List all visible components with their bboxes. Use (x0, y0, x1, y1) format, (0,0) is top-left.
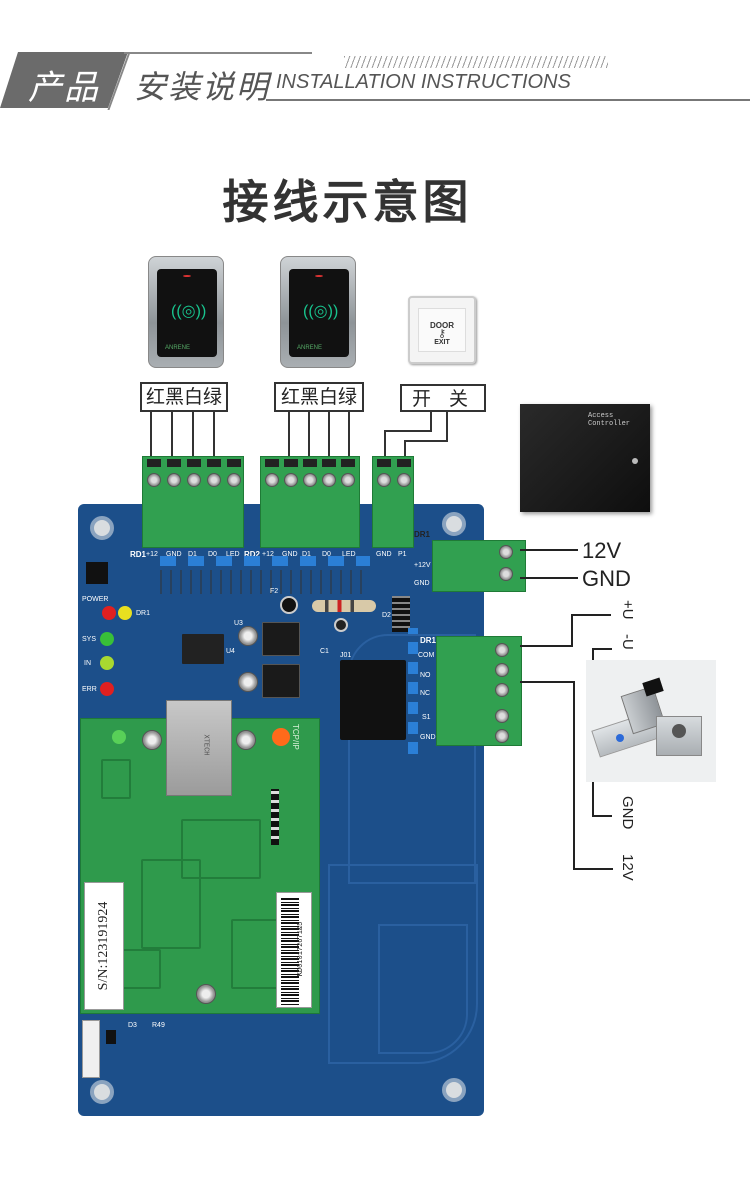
rd2-pin-label: D0 (322, 551, 331, 558)
regulator-u4 (262, 664, 300, 698)
rd2-pin-label: D1 (302, 551, 311, 558)
relay-pin-gnd: GND (420, 734, 436, 741)
regulator-u3 (262, 622, 300, 656)
power-supply-box: Access Controller (520, 404, 650, 512)
rfid-icon: ((◎)) (303, 303, 339, 320)
screw (142, 730, 162, 750)
rd1-terminal-block (142, 456, 244, 548)
power-pin-12v: +12V (414, 562, 431, 569)
rd1-pin-label: LED (226, 551, 240, 558)
barcode-sticker: KD010172671&5 (276, 892, 312, 1008)
capacitor (280, 596, 298, 614)
j01-label: J01 (340, 652, 352, 659)
switch-pin-label: GND (376, 551, 392, 558)
sys-led-label: SYS (82, 636, 97, 643)
err-led-label: ERR (82, 686, 97, 693)
relay-terminal-block (436, 636, 522, 746)
relay-pin-s1: S1 (422, 714, 431, 721)
module-orange-led (272, 728, 290, 746)
rd2-pin-label: +12 (262, 551, 274, 558)
capacitor-small (334, 618, 348, 632)
ic-chip (182, 634, 224, 664)
rd1-label: RD1 (130, 550, 147, 559)
rj45-port: XTECH (166, 700, 232, 796)
switch-terminal-block (372, 456, 414, 548)
electric-bolt-lock (586, 660, 716, 782)
rfid-icon: ((◎)) (171, 303, 207, 320)
rd1-pin-label: D1 (188, 551, 197, 558)
jumper-header (392, 596, 410, 632)
power-12v-label: 12V (582, 538, 622, 563)
switch-wire-label: 开 关 (400, 384, 486, 412)
in-led-label: IN (84, 660, 91, 667)
r49-label: R49 (152, 1022, 165, 1029)
dr1-led (118, 606, 132, 620)
err-led (100, 682, 114, 696)
rd2-pin-label: LED (342, 551, 356, 558)
key-icon: ⚷ (437, 328, 447, 340)
header-hatch-decoration (344, 56, 608, 68)
power-box-caption: Access Controller (588, 412, 631, 428)
exit-button-device: DOOR ⚷ EXIT (408, 296, 476, 364)
exit-button-exit-text: EXIT (434, 339, 450, 346)
resistor (312, 600, 376, 612)
power-pin-gnd: GND (414, 580, 430, 587)
barcode-text: KD010172671&5 (297, 921, 305, 977)
header-tag-background (0, 52, 128, 108)
dr1-side-label: DR1 (420, 636, 437, 645)
sys-led (100, 632, 114, 646)
relay (340, 660, 406, 740)
reader-2-wire-label: 红黑白绿 (274, 382, 364, 412)
serial-number-label: S/N:123191924 (84, 882, 124, 1010)
lock-gnd-label: GND (619, 796, 636, 830)
module-label: TCP/IP (291, 724, 300, 750)
dr1-led-label: DR1 (136, 610, 151, 617)
exit-button-door-text: DOOR (430, 321, 454, 330)
header-underline (266, 99, 750, 101)
header-product-tag: 产品 (28, 68, 100, 108)
dr1-top-label: DR1 (414, 530, 431, 539)
screw (196, 984, 216, 1004)
serial-number-text: S/N:123191924 (96, 901, 111, 991)
rd1-pin-label: GND (166, 551, 182, 558)
bottom-connector (82, 1020, 100, 1078)
relay-pin-no: NO (420, 672, 431, 679)
rd2-label: RD2 (244, 550, 261, 559)
page-title: 接线示意图 (222, 175, 473, 229)
sensor-chip (86, 562, 108, 584)
lock-minus-u-label: -U (619, 634, 636, 650)
switch-pin-label: P1 (398, 551, 407, 558)
power-terminal-block (432, 540, 526, 592)
rd1-pin-label: D0 (208, 551, 217, 558)
c1-label: C1 (320, 648, 329, 655)
card-reader-1: ((◎))ANRENE (148, 256, 224, 368)
reader-1-wire-label: 红黑白绿 (140, 382, 228, 412)
header-top-rule (124, 52, 312, 54)
power-led (102, 606, 116, 620)
in-led (100, 656, 114, 670)
power-led-label: POWER (82, 596, 109, 603)
f2-label: F2 (270, 588, 279, 595)
card-reader-2: ((◎))ANRENE (280, 256, 356, 368)
module-led (112, 730, 126, 744)
relay-pin-com: COM (418, 652, 435, 659)
header-section-cn: 安装说明 (134, 68, 271, 106)
u3-label: U3 (234, 620, 243, 627)
box-lock-icon (632, 458, 638, 464)
rd2-pin-label: GND (282, 551, 298, 558)
relay-pin-nc: NC (420, 690, 431, 697)
d3-label: D3 (128, 1022, 137, 1029)
power-gnd-label: GND (582, 566, 631, 591)
rd2-terminal-block (260, 456, 360, 548)
screw (238, 626, 258, 646)
barcode-icon (281, 897, 299, 1005)
lock-plus-u-label: +U (619, 600, 636, 620)
u4-label: U4 (226, 648, 235, 655)
screw (236, 730, 256, 750)
screw (238, 672, 258, 692)
d2-label: D2 (382, 612, 391, 619)
lock-12v-label: 12V (619, 854, 636, 881)
rd1-pin-label: +12 (146, 551, 158, 558)
header-section-en: INSTALLATION INSTRUCTIONS (276, 71, 571, 93)
